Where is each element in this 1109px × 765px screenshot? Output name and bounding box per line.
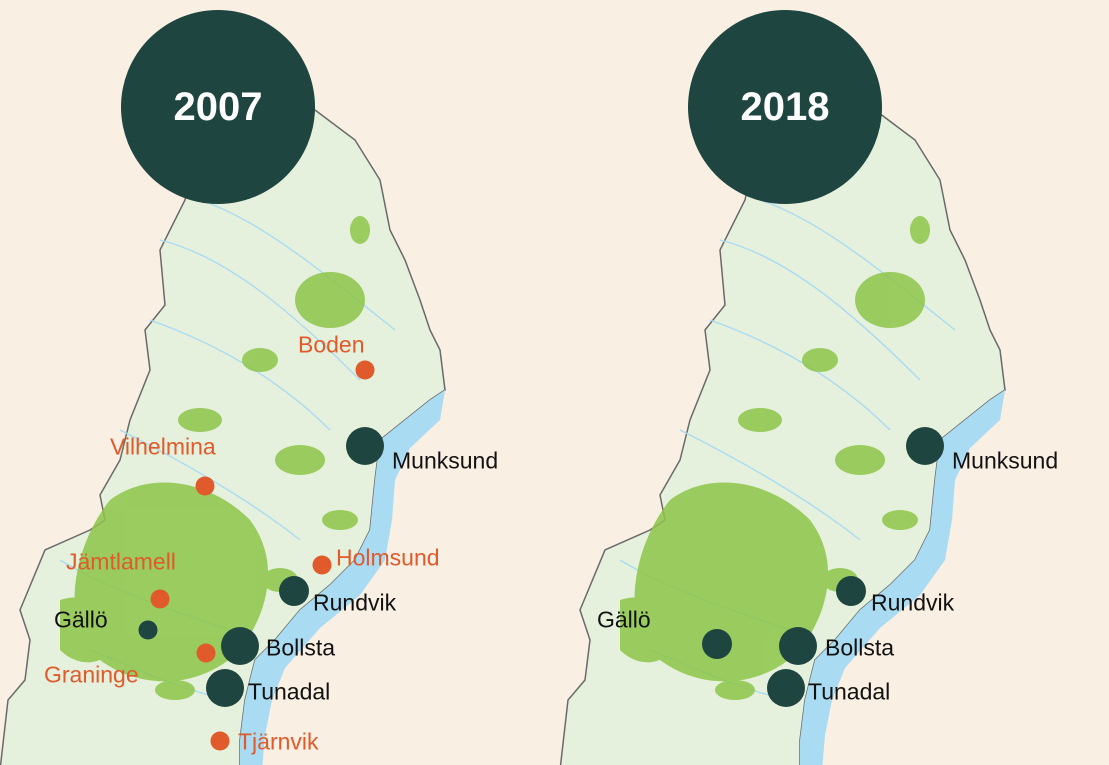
site-marker-graninge-2007 xyxy=(196,643,216,663)
site-label-vilhelmina-2007: Vilhelmina xyxy=(110,433,216,460)
site-marker-gallo-2007 xyxy=(138,620,158,640)
site-marker-holmsund-2007 xyxy=(312,555,332,575)
site-label-tjarnvik-2007: Tjärnvik xyxy=(238,728,319,755)
map-panel-2007 xyxy=(0,89,446,765)
site-label-boden-2007: Boden xyxy=(298,331,365,358)
site-marker-munksund-2018 xyxy=(906,427,944,465)
site-marker-gallo-2018 xyxy=(702,629,732,659)
site-marker-munksund-2007 xyxy=(346,427,384,465)
year-badge-2007: 2007 xyxy=(121,10,315,204)
site-marker-tunadal-2007 xyxy=(206,669,244,707)
site-label-rundvik-2007: Rundvik xyxy=(313,589,397,616)
site-marker-bollsta-2018 xyxy=(779,627,817,665)
site-marker-vilhelmina-2007 xyxy=(195,476,215,496)
site-marker-tunadal-2018 xyxy=(767,669,805,707)
site-marker-bollsta-2007 xyxy=(221,627,259,665)
site-label-graninge-2007: Graninge xyxy=(44,661,139,688)
site-label-bollsta-2018: Bollsta xyxy=(825,634,895,661)
site-label-bollsta-2007: Bollsta xyxy=(266,634,336,661)
forest-areas xyxy=(620,216,930,700)
site-marker-jamtlamell-2007 xyxy=(150,589,170,609)
site-label-gallo-2018: Gällö xyxy=(597,606,651,633)
forest-areas xyxy=(60,216,370,700)
site-label-gallo-2007: Gällö xyxy=(54,606,108,633)
site-marker-tjarnvik-2007 xyxy=(210,731,230,751)
site-label-munksund-2007: Munksund xyxy=(392,447,499,474)
site-label-tunadal-2007: Tunadal xyxy=(248,678,331,705)
site-marker-boden-2007 xyxy=(355,360,375,380)
site-marker-rundvik-2018 xyxy=(836,576,866,606)
site-label-holmsund-2007: Holmsund xyxy=(336,544,440,571)
map-panel-2018 xyxy=(559,89,1006,765)
site-marker-rundvik-2007 xyxy=(279,576,309,606)
site-label-tunadal-2018: Tunadal xyxy=(808,678,891,705)
year-badge-2018: 2018 xyxy=(688,10,882,204)
site-label-munksund-2018: Munksund xyxy=(952,447,1059,474)
site-label-rundvik-2018: Rundvik xyxy=(871,589,955,616)
site-label-jamtlamell-2007: Jämtlamell xyxy=(66,548,176,575)
